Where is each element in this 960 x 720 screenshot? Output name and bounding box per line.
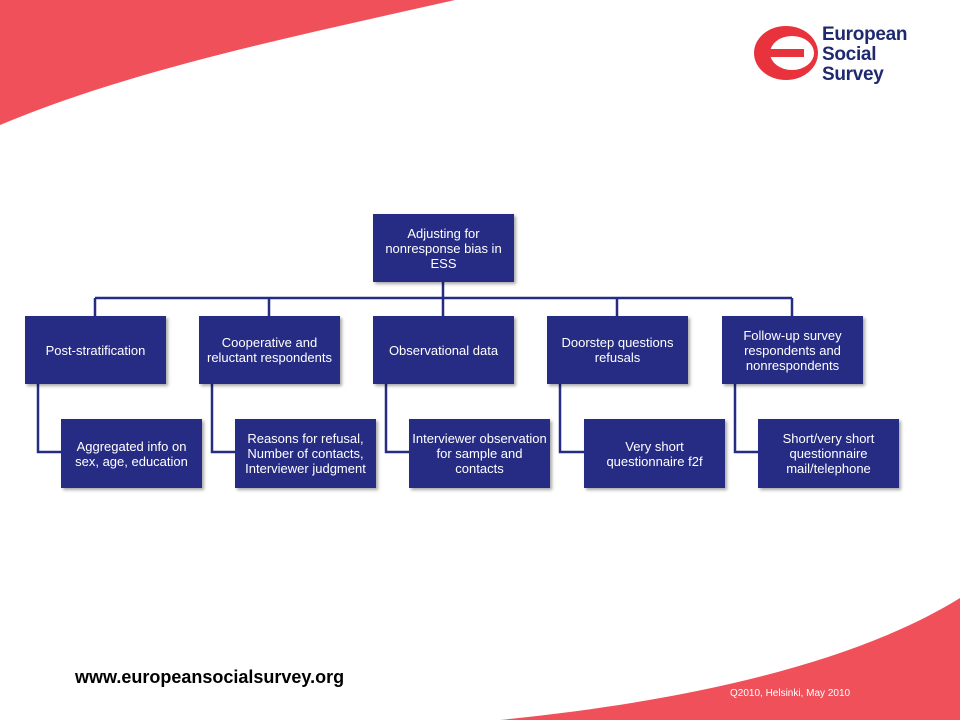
top-left-swoosh [0,0,455,125]
detail-observational-data: Interviewer observation for sample and c… [409,419,550,488]
event-caption: Q2010, Helsinki, May 2010 [730,688,851,699]
detail-cooperative-reluctant: Reasons for refusal, Number of contacts,… [235,419,376,488]
ess-logo: European Social Survey [752,22,932,88]
branch-follow-up-survey: Follow-up survey respondents and nonresp… [722,316,863,384]
root-node: Adjusting for nonresponse bias in ESS [373,214,514,282]
branch-doorstep-questions: Doorstep questions refusals [547,316,688,384]
website-link[interactable]: www.europeansocialsurvey.org [75,667,345,687]
branch-post-stratification: Post-stratification [25,316,166,384]
detail-doorstep-questions: Very short questionnaire f2f [584,419,725,488]
bottom-right-swoosh [500,598,960,720]
detail-follow-up-survey: Short/very short questionnaire mail/tele… [758,419,899,488]
logo-line-1: European [822,24,908,45]
detail-post-stratification: Aggregated info on sex, age, education [61,419,202,488]
branch-observational-data: Observational data [373,316,514,384]
logo-line-2: Social [822,44,877,65]
logo-line-3: Survey [822,64,884,85]
logo-wordmark: European Social Survey [822,24,908,85]
branch-cooperative-reluctant: Cooperative and reluctant respondents [199,316,340,384]
ess-logo-mark [754,26,818,80]
